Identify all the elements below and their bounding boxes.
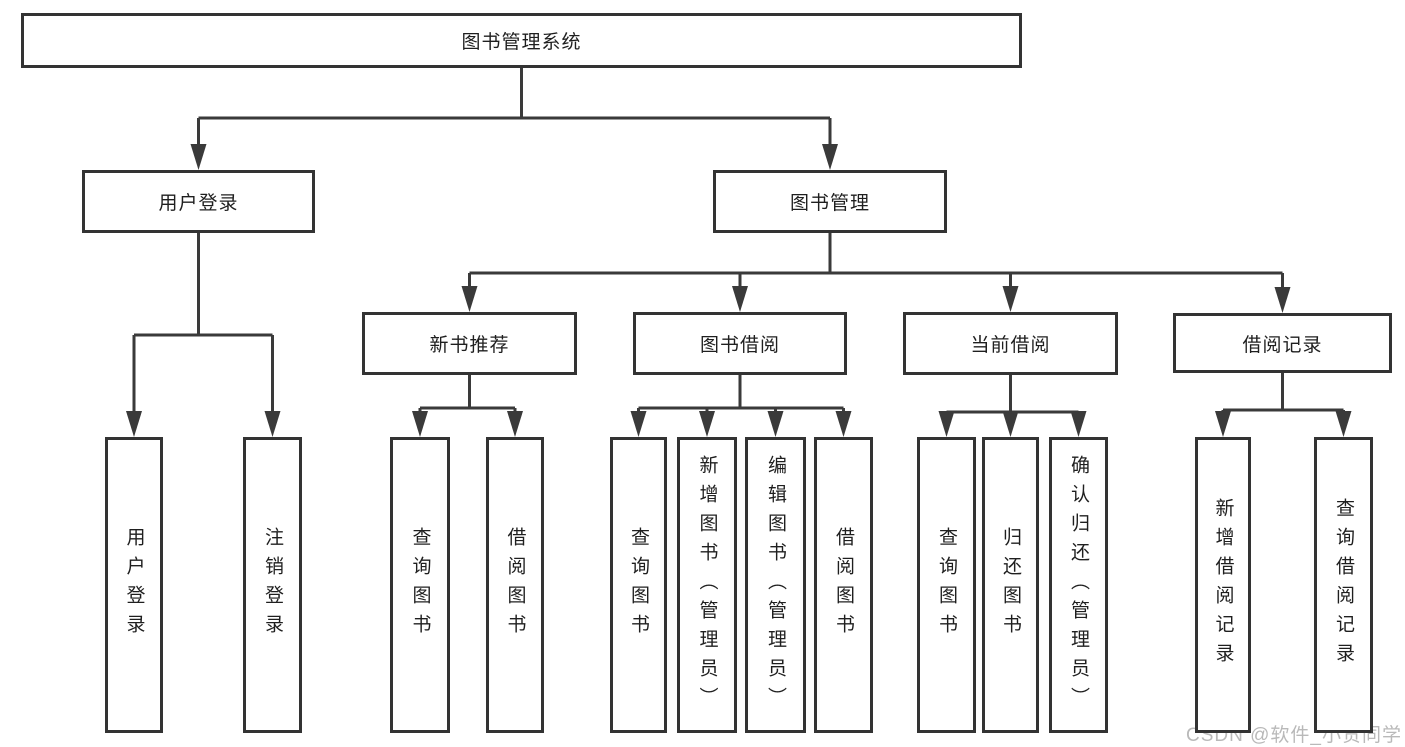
arrowhead-down-icon — [1274, 287, 1291, 313]
node-label: 当前借阅 — [970, 335, 1051, 356]
node-label: 查询借阅记录 — [1333, 498, 1354, 672]
arrowhead-down-icon — [822, 144, 838, 170]
node-label: 新书推荐 — [429, 335, 510, 356]
node-current-borrow: 当前借阅 — [903, 312, 1118, 375]
node-label: 注销登录 — [262, 527, 283, 643]
node-leaf-logout: 注销登录 — [243, 437, 302, 733]
node-label: 用户登录 — [158, 193, 239, 214]
arrowhead-down-icon — [126, 411, 142, 437]
node-label: 编辑图书（管理员） — [765, 454, 786, 716]
node-leaf-cb-query: 查询图书 — [917, 437, 976, 733]
arrowhead-down-icon — [507, 411, 523, 437]
arrowhead-down-icon — [938, 411, 955, 437]
node-leaf-nb-borrow: 借阅图书 — [486, 437, 544, 733]
node-label: 借阅图书 — [833, 527, 854, 643]
node-root: 图书管理系统 — [21, 13, 1022, 68]
arrowhead-down-icon — [1002, 411, 1019, 437]
node-leaf-br-add: 新增借阅记录 — [1195, 437, 1251, 733]
node-leaf-bb-query: 查询图书 — [610, 437, 667, 733]
node-label: 新增图书（管理员） — [696, 454, 718, 716]
node-borrow-records: 借阅记录 — [1173, 313, 1392, 373]
arrowhead-down-icon — [1070, 411, 1087, 437]
node-leaf-user-login: 用户登录 — [105, 437, 163, 733]
node-label: 借阅图书 — [504, 527, 526, 643]
arrowhead-down-icon — [190, 144, 207, 170]
node-user-login: 用户登录 — [82, 170, 315, 233]
arrowhead-down-icon — [835, 411, 852, 437]
arrowhead-down-icon — [767, 411, 784, 437]
arrowhead-down-icon — [1335, 411, 1352, 437]
node-leaf-bb-add: 新增图书（管理员） — [677, 437, 737, 733]
arrowhead-down-icon — [1215, 411, 1231, 437]
node-leaf-nb-query: 查询图书 — [390, 437, 450, 733]
node-leaf-bb-edit: 编辑图书（管理员） — [745, 437, 806, 733]
node-label: 查询图书 — [936, 527, 957, 643]
node-book-mgmt: 图书管理 — [713, 170, 947, 233]
node-label: 查询图书 — [628, 527, 649, 643]
node-label: 图书管理 — [789, 193, 870, 214]
node-book-borrow: 图书借阅 — [633, 312, 847, 375]
node-leaf-cb-return: 归还图书 — [982, 437, 1039, 733]
arrowhead-down-icon — [630, 411, 647, 437]
arrowhead-down-icon — [412, 411, 428, 437]
node-label: 借阅记录 — [1242, 334, 1323, 356]
node-label: 图书管理系统 — [461, 32, 582, 53]
arrowhead-down-icon — [1002, 286, 1019, 312]
arrowhead-down-icon — [264, 411, 281, 437]
node-label: 查询图书 — [409, 527, 431, 643]
node-label: 用户登录 — [123, 527, 145, 643]
node-leaf-bb-borrow: 借阅图书 — [814, 437, 873, 733]
node-new-book: 新书推荐 — [362, 312, 577, 375]
node-label: 图书借阅 — [699, 335, 780, 356]
arrowhead-down-icon — [699, 411, 715, 437]
arrowhead-down-icon — [732, 286, 748, 312]
node-label: 确认归还（管理员） — [1068, 454, 1089, 716]
node-label: 新增借阅记录 — [1212, 498, 1234, 672]
node-leaf-br-query: 查询借阅记录 — [1314, 437, 1373, 733]
node-label: 归还图书 — [1000, 527, 1021, 643]
arrowhead-down-icon — [461, 286, 478, 312]
node-leaf-cb-confirm: 确认归还（管理员） — [1049, 437, 1108, 733]
